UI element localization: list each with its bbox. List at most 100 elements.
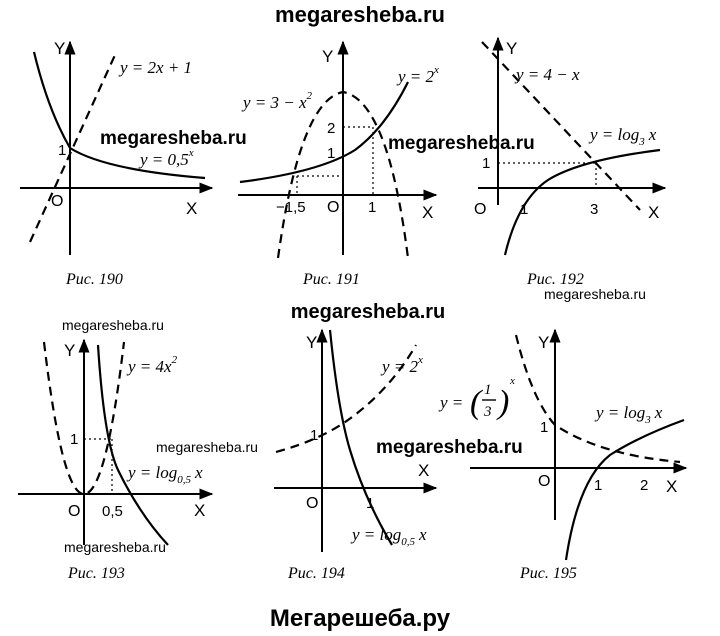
tick-y-1: 1 xyxy=(58,142,66,159)
curve-log3 xyxy=(503,148,661,256)
tick-x-1: 1 xyxy=(594,477,602,494)
curve-log05 xyxy=(328,329,393,546)
label-log-arg: x xyxy=(418,525,427,544)
label-fraction-den: 3 xyxy=(483,404,492,420)
figure-190: Y X O y = 2x + 1 y = 0,5x 1 megaresheba.… xyxy=(20,39,247,288)
footer-watermark: Мегарешеба.ру xyxy=(270,605,451,632)
caption: Рис. 190 xyxy=(65,271,123,288)
tick-y-1: 1 xyxy=(327,145,335,162)
label-exp-power: x xyxy=(188,147,194,159)
y-axis-label: Y xyxy=(506,39,517,58)
origin-label: O xyxy=(306,495,318,512)
middle-watermark: megaresheba.ru xyxy=(291,301,446,323)
origin-label: O xyxy=(538,473,550,490)
label-log-arg: x xyxy=(194,463,203,482)
watermark-mid: megaresheba.ru xyxy=(156,439,258,455)
tick-x-3: 3 xyxy=(590,201,598,218)
label-parabola: y = 3 − x2 xyxy=(241,90,313,112)
label-exp-power: x xyxy=(433,64,439,76)
curve-exp-decay xyxy=(32,51,206,180)
header-watermark: megaresheba.ru xyxy=(275,2,445,27)
curve-exp-growth xyxy=(239,81,409,184)
label-exp: y = 0,5x xyxy=(138,147,194,169)
tick-y-2: 2 xyxy=(327,120,335,137)
caption: Рис. 193 xyxy=(67,565,125,582)
label-parabola-base: y = 3 − x xyxy=(241,93,307,112)
line-4-minus-x xyxy=(481,41,641,211)
y-axis-label: Y xyxy=(538,333,549,352)
label-fraction-power: x xyxy=(509,375,515,387)
x-axis-label: X xyxy=(666,477,677,496)
line-2x-plus-1 xyxy=(28,54,117,243)
curve-third-x xyxy=(514,334,681,464)
label-parabola-power: 2 xyxy=(307,90,313,102)
tick-y-1: 1 xyxy=(540,419,548,436)
label-exp: y = 2x xyxy=(380,354,423,376)
left-paren: ( xyxy=(470,384,484,421)
caption: Рис. 191 xyxy=(302,271,360,288)
label-line: y = 4 − x xyxy=(514,65,580,84)
curve-log3 xyxy=(564,418,685,561)
x-axis-label: X xyxy=(418,461,429,480)
curve-parabola xyxy=(276,90,410,259)
curve-log05 xyxy=(96,344,169,546)
y-axis-label: Y xyxy=(64,341,75,360)
label-log-sub: 3 xyxy=(638,136,645,148)
label-exp-base: y = 2 xyxy=(380,357,419,376)
watermark-top: megaresheba.ru xyxy=(62,317,164,333)
tick-y-1: 1 xyxy=(310,427,318,444)
tick-x-1: 1 xyxy=(366,495,374,512)
label-log-sub: 3 xyxy=(644,414,651,426)
label-line: y = 2x + 1 xyxy=(118,58,192,77)
tick-y-1: 1 xyxy=(70,431,78,448)
caption: Рис. 194 xyxy=(287,565,345,582)
label-parabola: y = 4x2 xyxy=(126,354,178,376)
label-exp: y = 2x xyxy=(396,64,439,86)
label-log-base: y = log xyxy=(594,403,645,422)
label-parabola-power: 2 xyxy=(172,354,178,366)
label-parabola-base: y = 4x xyxy=(126,357,172,376)
label-log-arg: x xyxy=(648,125,657,144)
curve-4x2 xyxy=(42,341,126,496)
label-exp-base: y = 2 xyxy=(396,67,435,86)
tick-x-2: 2 xyxy=(640,477,648,494)
y-axis-label: Y xyxy=(322,47,333,66)
tick-y-1: 1 xyxy=(482,155,490,172)
label-log-base: y = log xyxy=(588,125,639,144)
origin-label: O xyxy=(327,199,339,216)
watermark: megaresheba.ru xyxy=(388,133,535,154)
curve-2x xyxy=(275,344,417,454)
watermark-right: megaresheba.ru xyxy=(376,437,523,458)
origin-label: O xyxy=(51,193,63,210)
tick-x-05: 0,5 xyxy=(102,503,123,520)
label-fraction-num: 1 xyxy=(484,382,492,398)
x-axis-label: X xyxy=(648,203,659,222)
label-log-base: y = log xyxy=(350,525,401,544)
label-exp-base: y = 0,5 xyxy=(138,150,189,169)
right-paren: ) xyxy=(496,384,509,421)
y-axis-label: Y xyxy=(54,39,65,58)
tick-x-1: 1 xyxy=(520,201,528,218)
label-log-sub: 0,5 xyxy=(177,474,191,486)
watermark-bottom: megaresheba.ru xyxy=(64,539,166,555)
origin-label: O xyxy=(474,201,486,218)
x-axis-label: X xyxy=(186,199,197,218)
caption: Рис. 195 xyxy=(519,565,577,582)
watermark: megaresheba.ru xyxy=(544,286,646,302)
x-axis-label: X xyxy=(422,203,433,222)
label-log-arg: x xyxy=(654,403,663,422)
label-fraction-exp: y = ( 1 3 ) x xyxy=(438,375,515,421)
label-fraction-prefix: y = xyxy=(438,393,463,412)
label-exp-power: x xyxy=(417,354,423,366)
y-axis-label: Y xyxy=(306,333,317,352)
caption: Рис. 192 xyxy=(526,271,584,288)
tick-x-neg: −1,5 xyxy=(276,199,306,216)
